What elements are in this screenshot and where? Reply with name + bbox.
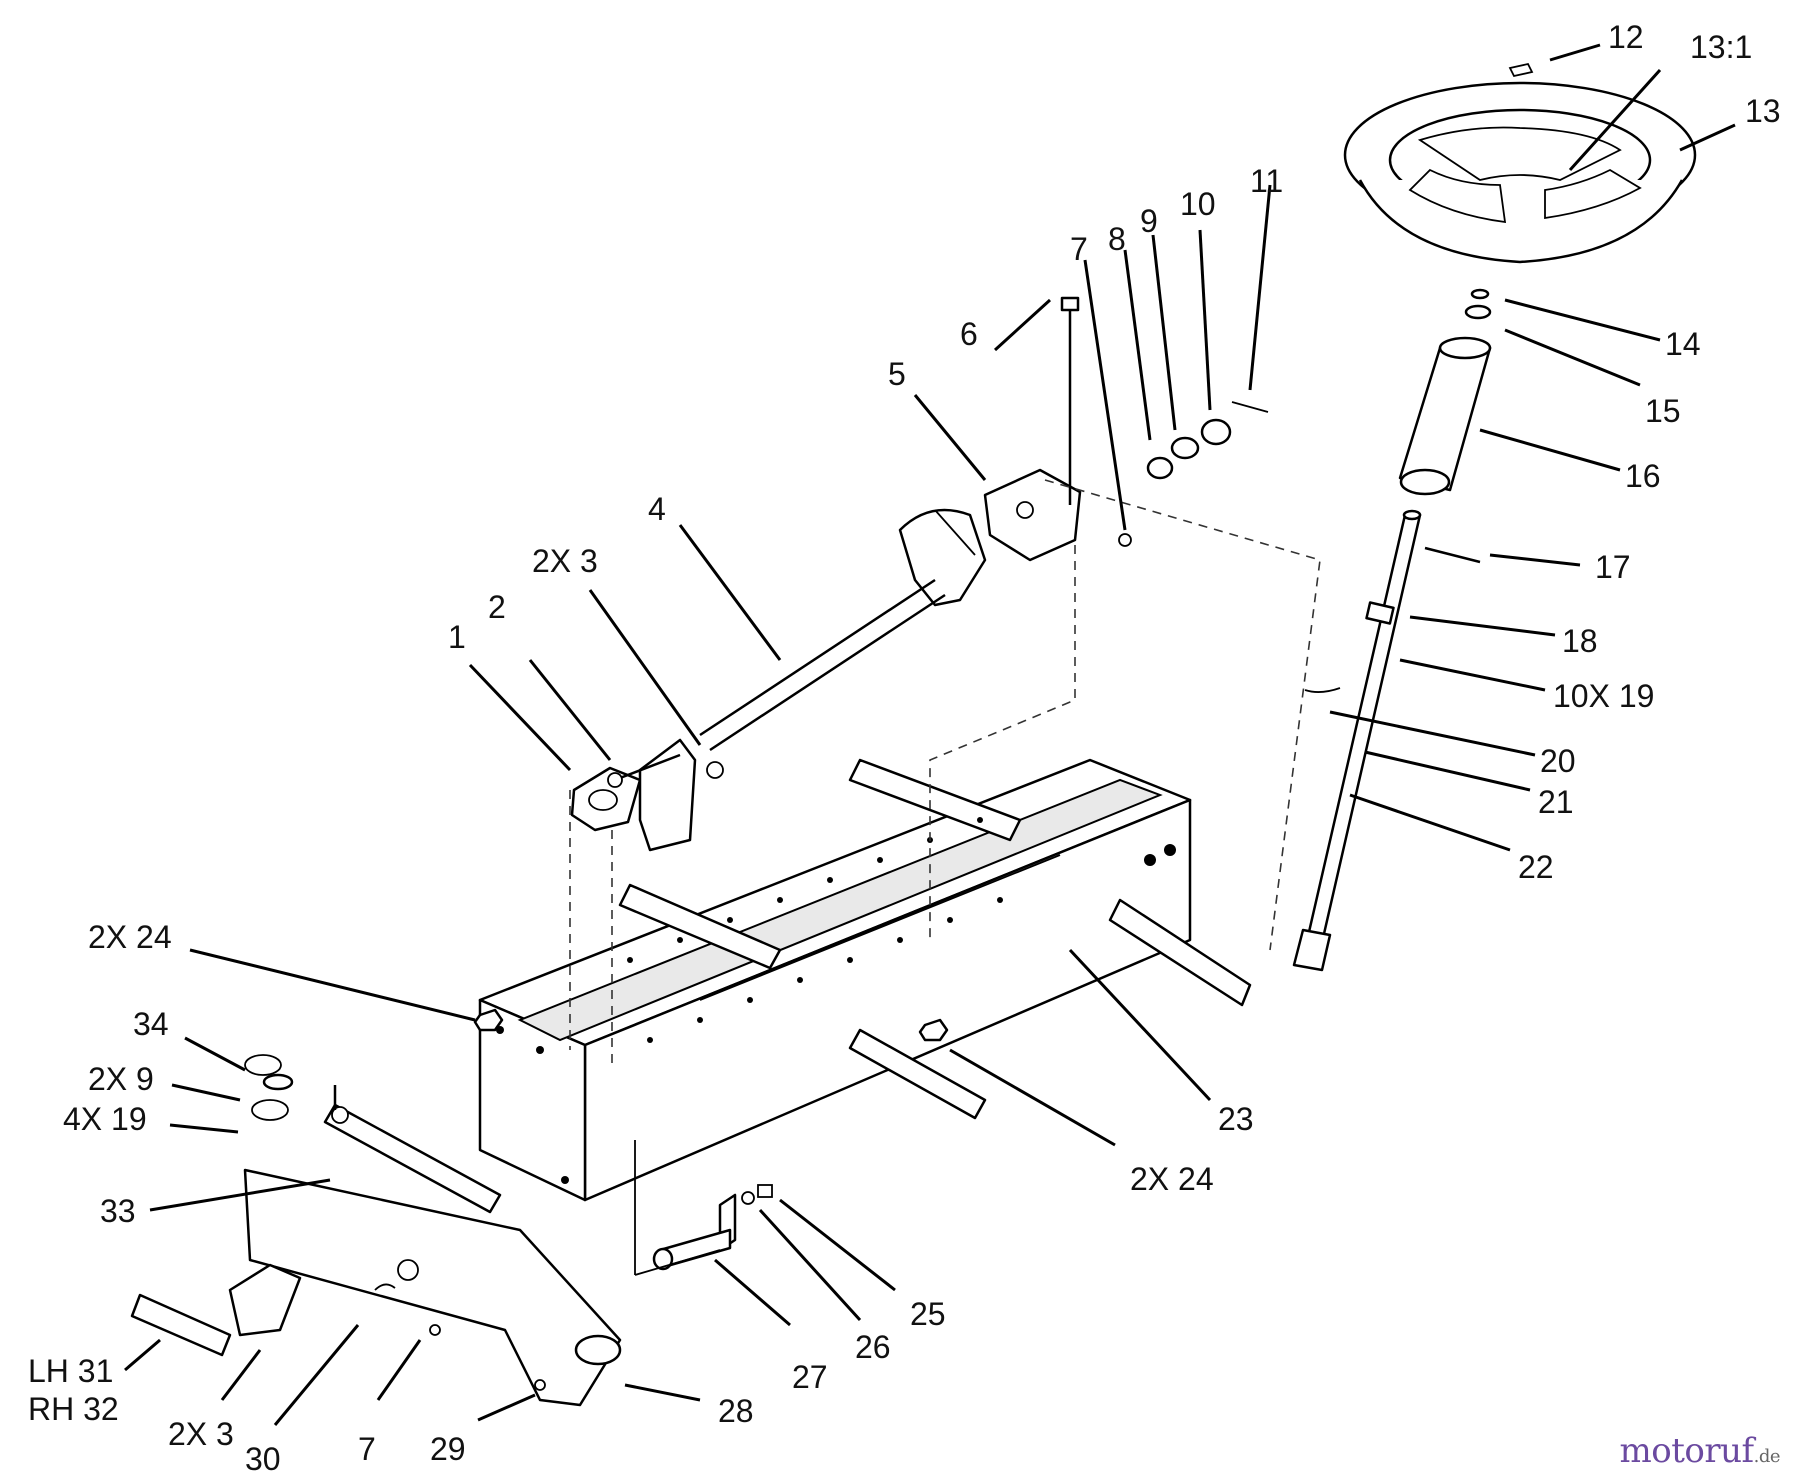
callout-7-bottom: 7: [358, 1431, 376, 1467]
watermark-brand: motoruf: [1619, 1431, 1755, 1471]
callout-20: 20: [1540, 743, 1576, 779]
callout-26: 26: [855, 1329, 891, 1365]
front-bracket: [570, 738, 724, 852]
callout-28: 28: [718, 1393, 754, 1429]
callout-9: 9: [1140, 203, 1158, 239]
callout-33: 33: [100, 1193, 136, 1229]
callout-17: 17: [1595, 549, 1631, 585]
callout-13: 13: [1745, 93, 1781, 129]
steering-shaft: [1292, 509, 1481, 972]
callout-34: 34: [133, 1006, 169, 1042]
callout-21: 21: [1538, 784, 1574, 820]
parts-drawing: [130, 62, 1697, 1407]
steering-wheel: [1343, 62, 1697, 320]
callout-22: 22: [1518, 849, 1554, 885]
callout-4x19: 4X 19: [63, 1101, 147, 1137]
callout-10: 10: [1180, 186, 1216, 222]
assembly-dashed-lines: [569, 479, 1321, 1070]
pivot-bracket: [983, 296, 1269, 562]
callout-2x24-left: 2X 24: [88, 919, 172, 955]
callout-lh31: LH 31: [28, 1353, 113, 1389]
callout-rh32: RH 32: [28, 1391, 119, 1427]
front-axle-assembly: [130, 1054, 622, 1407]
rear-bracket: [634, 1140, 773, 1276]
callout-4: 4: [648, 491, 666, 527]
callout-16: 16: [1625, 458, 1661, 494]
callout-12: 12: [1608, 19, 1644, 55]
callout-10x19: 10X 19: [1553, 678, 1654, 714]
callout-11: 11: [1250, 163, 1283, 199]
leader-lines: [124, 43, 1736, 1426]
callout-2x24-right: 2X 24: [1130, 1161, 1214, 1197]
callout-14: 14: [1665, 326, 1701, 362]
callout-2x9: 2X 9: [88, 1061, 154, 1097]
watermark-logo: motoruf.de: [1619, 1431, 1781, 1471]
callout-5: 5: [888, 356, 906, 392]
watermark-tld: .de: [1753, 1446, 1781, 1467]
steering-column-sleeve: [1398, 336, 1492, 496]
callout-18: 18: [1562, 623, 1598, 659]
callout-2x3-top: 2X 3: [532, 543, 598, 579]
callout-25: 25: [910, 1296, 946, 1332]
callout-2: 2: [488, 589, 506, 625]
callout-29: 29: [430, 1431, 466, 1467]
callout-1: 1: [448, 619, 466, 655]
callout-23: 23: [1218, 1101, 1254, 1137]
sector-gear-assembly: [699, 508, 987, 752]
callout-2x3-bottom: 2X 3: [168, 1416, 234, 1452]
callout-labels: 12 13:1 13 14 15 16 17 18 10X 19 20 21 2…: [28, 19, 1781, 1477]
callout-7-top: 7: [1070, 231, 1088, 267]
callout-13-1: 13:1: [1690, 29, 1752, 65]
callout-6: 6: [960, 316, 978, 352]
callout-30: 30: [245, 1441, 281, 1477]
main-frame: [473, 758, 1252, 1202]
callout-27: 27: [792, 1359, 828, 1395]
callout-15: 15: [1645, 393, 1681, 429]
callout-8: 8: [1108, 221, 1126, 257]
